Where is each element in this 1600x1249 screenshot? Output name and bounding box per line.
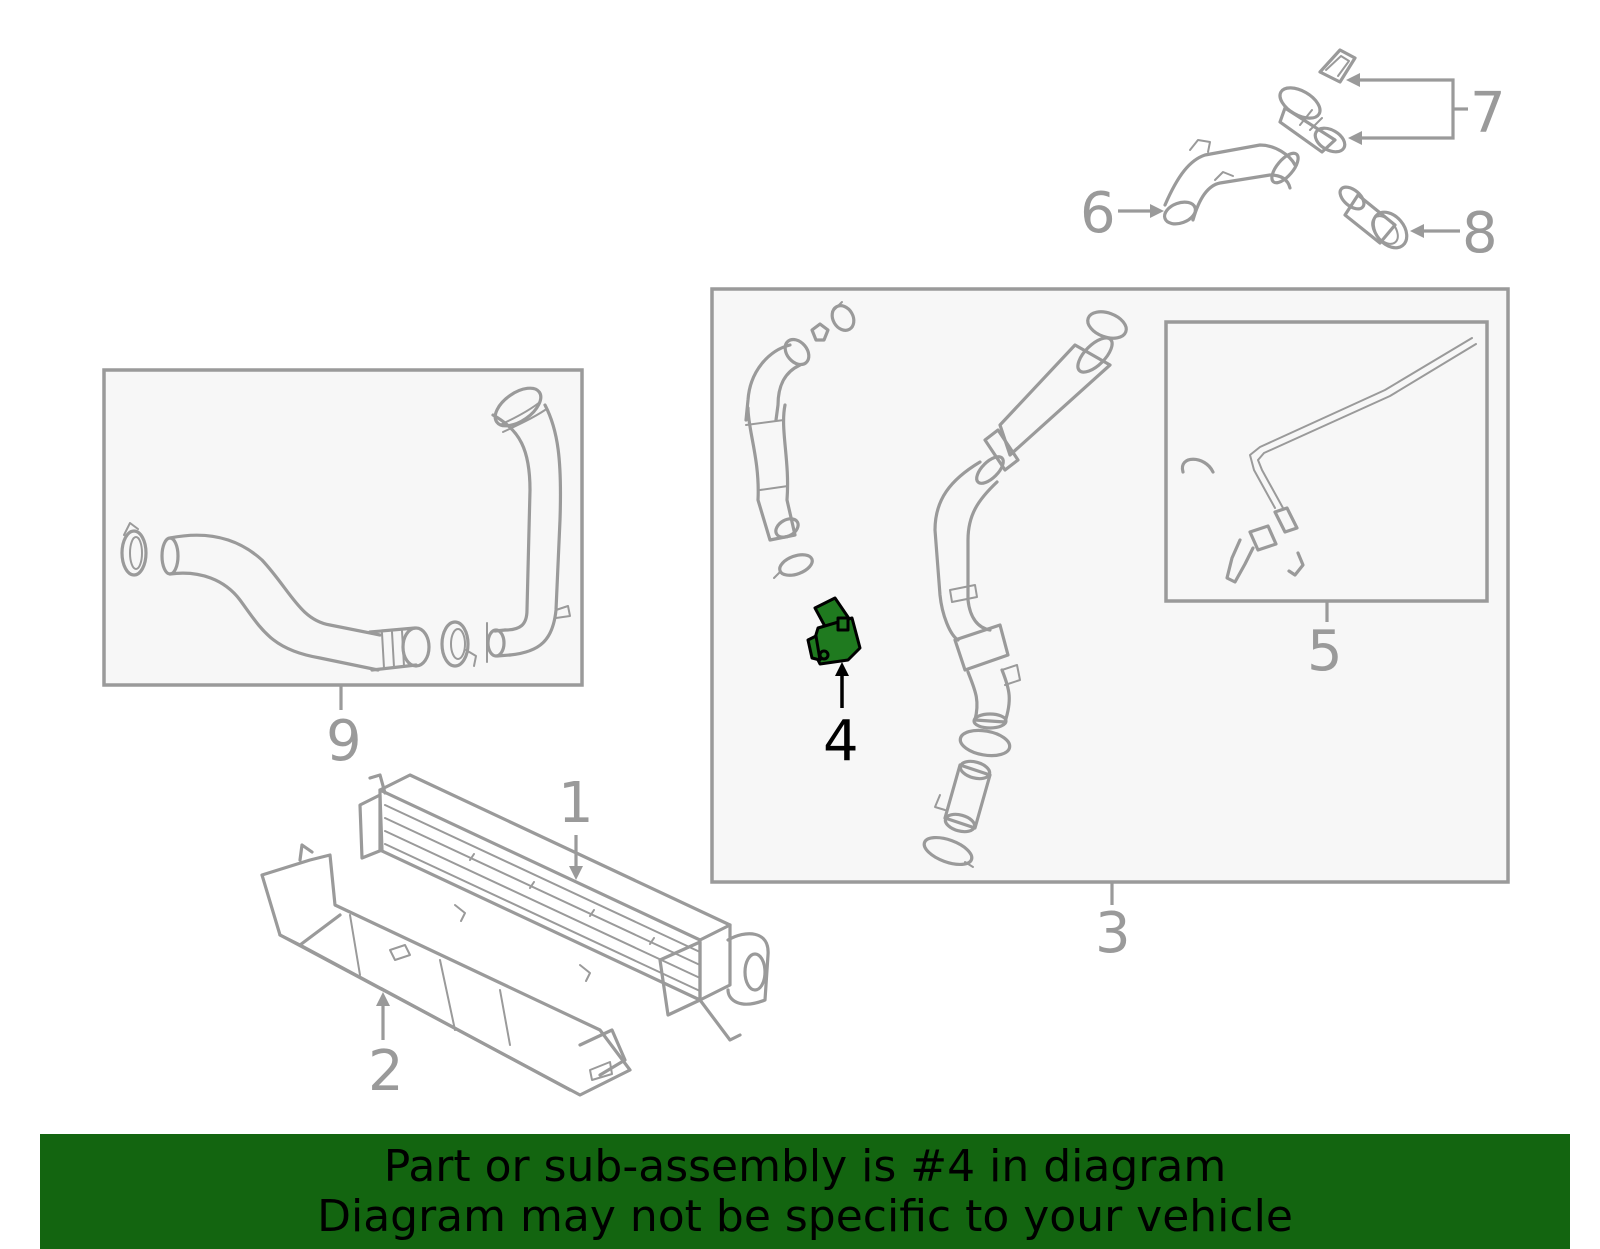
group-box-9 — [102, 368, 584, 710]
part-1-intercooler — [358, 773, 770, 1042]
part-6-pipe — [1118, 139, 1300, 226]
part-4-highlighted — [806, 596, 862, 708]
callout-5: 5 — [1307, 619, 1343, 684]
callout-2: 2 — [368, 1039, 404, 1104]
banner-line-1: Part or sub-assembly is #4 in diagram — [383, 1141, 1227, 1192]
group-box-5 — [1164, 320, 1489, 622]
part-2-air-guide — [260, 843, 632, 1097]
callout-4: 4 — [823, 709, 859, 774]
info-banner: Part or sub-assembly is #4 in diagram Di… — [40, 1134, 1570, 1249]
callout-1: 1 — [558, 771, 594, 836]
callout-6: 6 — [1080, 181, 1116, 246]
banner-line-2: Diagram may not be specific to your vehi… — [317, 1191, 1293, 1242]
callout-8: 8 — [1462, 201, 1498, 266]
callout-7: 7 — [1470, 81, 1506, 146]
callout-9: 9 — [326, 709, 362, 774]
part-8-adapter — [1338, 185, 1460, 250]
callout-3: 3 — [1095, 901, 1131, 966]
part-7-hose-clamp — [1278, 48, 1468, 154]
